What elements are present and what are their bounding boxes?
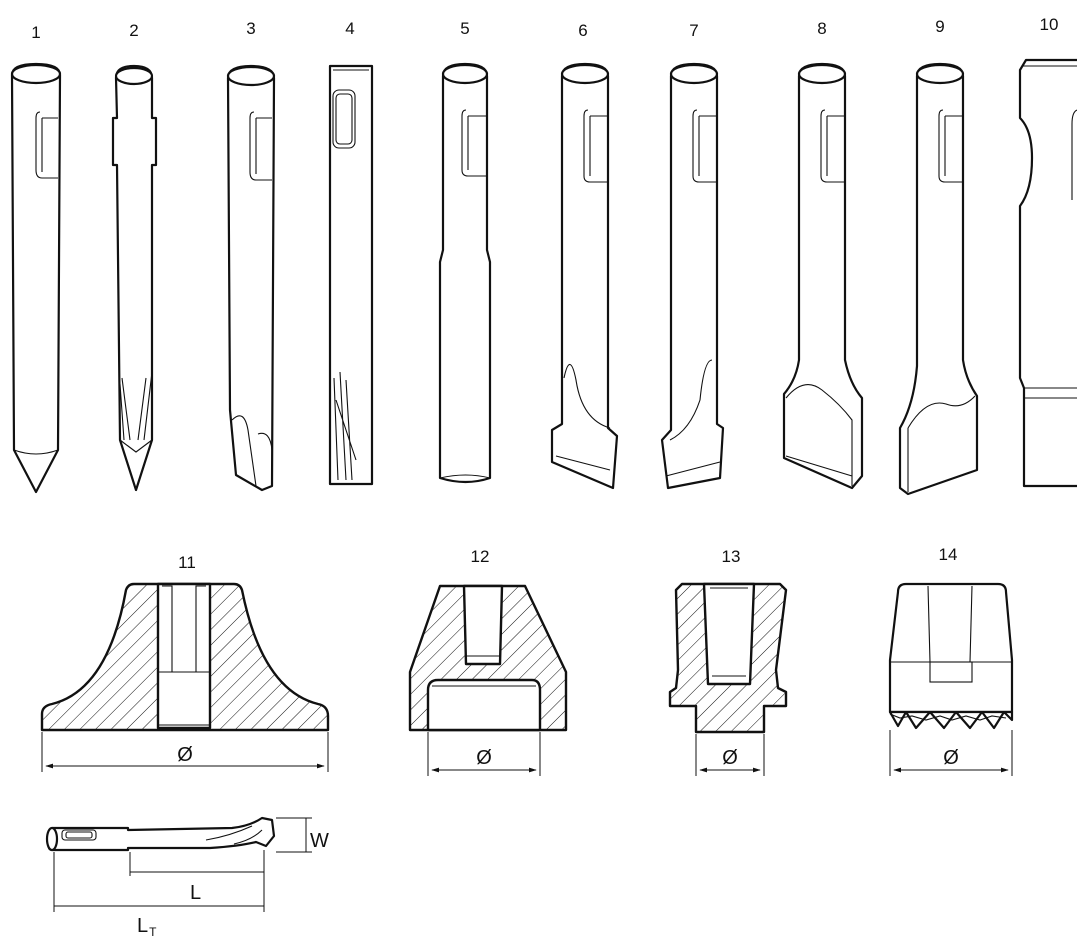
tool-number-7: 7 [689,21,698,40]
section-12-trapezoid-plate: Ø [408,584,568,776]
tool-number-5: 5 [460,19,469,38]
tool-number-3: 3 [246,19,255,38]
section-13-diameter-label: Ø [722,747,738,769]
tool-number-4: 4 [345,19,354,38]
section-number-12: 12 [471,547,490,566]
section-number-13: 13 [722,547,741,566]
length-dimension-label: L [190,882,201,904]
section-number-labels: 11 12 13 14 [178,545,957,572]
tool-8-wide-chisel [782,62,864,490]
tool-number-6: 6 [578,21,587,40]
section-14-toothed-plate: Ø [888,582,1014,776]
width-dimension-label: W [310,830,329,852]
total-length-letter: L [137,915,148,937]
section-number-11: 11 [178,553,196,572]
tool-4-flat-chisel [328,64,374,486]
total-length-dimension-label: LT [137,915,157,938]
tool-number-9: 9 [935,17,944,36]
tool-9-wide-chisel [898,62,979,496]
section-11-diameter-label: Ø [177,744,193,766]
dimensioned-tool-drawing: W L LT [45,816,329,938]
tool-2-grooved-point [111,64,158,492]
tool-number-8: 8 [817,19,826,38]
tool-7-narrow-chisel [660,62,725,490]
tool-number-10: 10 [1040,15,1059,34]
total-length-subscript: T [149,925,157,938]
tool-number-1: 1 [31,23,40,42]
section-13-stepped-plate: Ø [668,582,788,776]
tool-10-partial-tool [1018,58,1077,488]
tool-1-moil-point [10,62,62,494]
section-number-14: 14 [939,545,958,564]
section-14-diameter-label: Ø [943,747,959,769]
section-11-tamping-plate: Ø [40,582,330,772]
tool-3-chisel [226,64,276,492]
tool-6-narrow-chisel [550,62,619,490]
tool-number-2: 2 [129,21,138,40]
tool-5-blunt-tool [438,62,492,484]
section-12-diameter-label: Ø [476,747,492,769]
tool-number-labels: 1 2 3 4 5 6 7 8 9 10 [31,15,1058,42]
